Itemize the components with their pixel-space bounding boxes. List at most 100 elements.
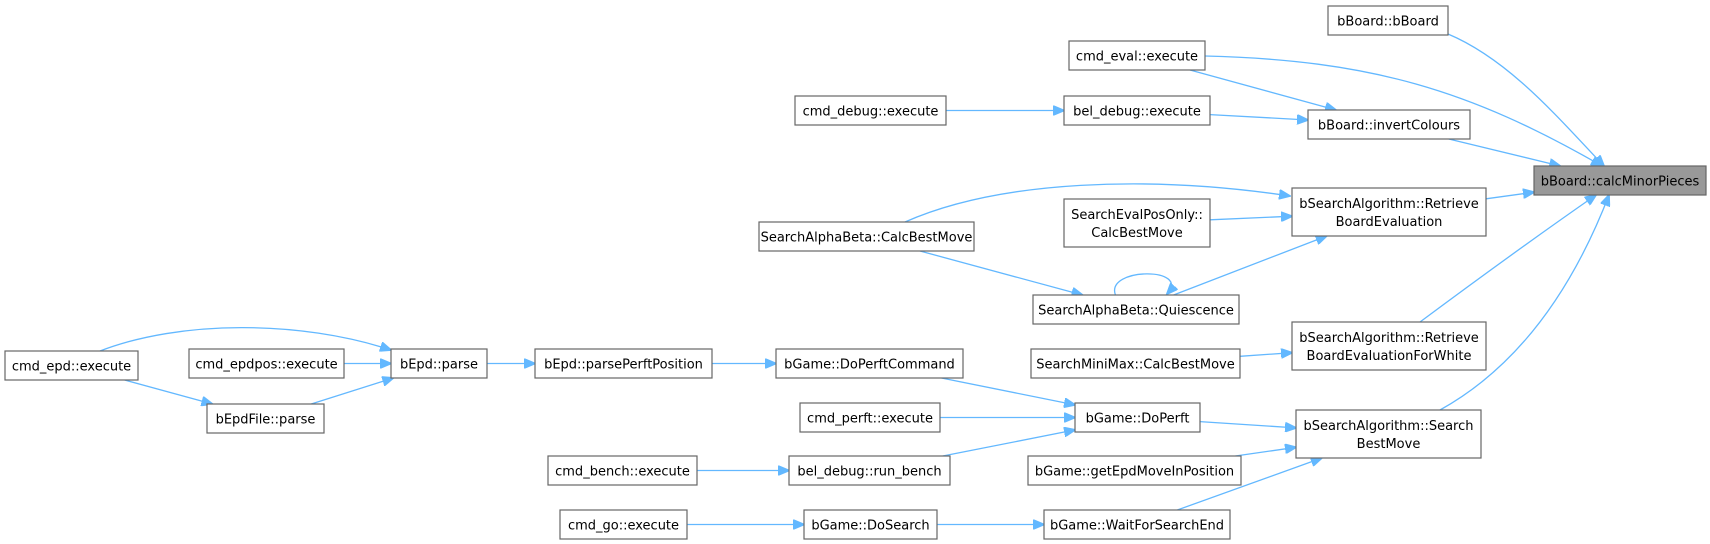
node-label: bGame::DoPerft (1086, 412, 1190, 427)
node-box[interactable] (1295, 409, 1482, 459)
nodes-layer: bBoard::bBoardcmd_eval::executecmd_debug… (4, 5, 1707, 540)
node-label: cmd_go::execute (568, 519, 679, 534)
node-box[interactable] (1063, 198, 1211, 248)
node-label: bSearchAlgorithm::Retrieve (1299, 197, 1479, 212)
edge-Quiescence-to-Quiescence (1114, 273, 1172, 295)
edge-DoPerft-to-SearchBestMove (1199, 420, 1296, 428)
node-box[interactable] (1291, 321, 1487, 371)
node-cmd_debug[interactable]: cmd_debug::execute (794, 95, 947, 126)
node-label: bBoard::calcMinorPieces (1541, 175, 1700, 190)
edge-getEpdMove-to-SearchBestMove (1235, 447, 1296, 457)
node-bEpd_parse[interactable]: bEpd::parse (390, 348, 488, 379)
node-box[interactable] (1043, 509, 1231, 540)
node-cmd_bench[interactable]: cmd_bench::execute (547, 455, 698, 486)
node-label: bEpd::parsePerftPosition (544, 358, 703, 373)
node-box[interactable] (1030, 348, 1241, 379)
node-label: CalcBestMove (1091, 226, 1182, 241)
node-label: bel_debug::run_bench (797, 465, 941, 480)
edge-cmd_epd-to-bEpd_parse (99, 326, 391, 351)
edge-SearchEvalPosOnly-to-RetrieveBoardEval (1209, 216, 1292, 220)
node-bel_debug_exec[interactable]: bel_debug::execute (1063, 95, 1211, 126)
node-box[interactable] (794, 95, 947, 126)
node-cmd_epd[interactable]: cmd_epd::execute (4, 350, 139, 381)
node-cmd_epdpos[interactable]: cmd_epdpos::execute (188, 348, 345, 379)
node-RetrieveBoardEval[interactable]: bSearchAlgorithm::RetrieveBoardEvaluatio… (1291, 187, 1487, 237)
node-Quiescence[interactable]: SearchAlphaBeta::Quiescence (1032, 294, 1240, 325)
node-label: cmd_debug::execute (803, 105, 939, 120)
node-DoPerftCommand[interactable]: bGame::DoPerftCommand (775, 348, 964, 379)
node-label: bBoard::bBoard (1337, 15, 1439, 30)
node-label: bGame::DoPerftCommand (784, 358, 955, 373)
node-bEpdFile_parse[interactable]: bEpdFile::parse (206, 403, 325, 434)
node-box[interactable] (188, 348, 345, 379)
node-box[interactable] (1533, 165, 1707, 196)
node-label: bEpd::parse (400, 358, 478, 373)
node-label: cmd_bench::execute (555, 465, 690, 480)
node-box[interactable] (547, 455, 698, 486)
node-label: SearchAlphaBeta::CalcBestMove (761, 231, 973, 246)
node-RetrieveBoardEvalWhite[interactable]: bSearchAlgorithm::RetrieveBoardEvaluatio… (1291, 321, 1487, 371)
node-DoPerft[interactable]: bGame::DoPerft (1074, 402, 1201, 433)
node-SearchEvalPosOnly[interactable]: SearchEvalPosOnly::CalcBestMove (1063, 198, 1211, 248)
node-label: cmd_perft::execute (807, 412, 933, 427)
node-label: bGame::WaitForSearchEnd (1050, 519, 1224, 534)
node-label: SearchEvalPosOnly:: (1071, 208, 1203, 223)
node-box[interactable] (788, 455, 951, 486)
node-box[interactable] (1327, 5, 1449, 36)
node-box[interactable] (1068, 40, 1206, 71)
node-calcMinorPieces[interactable]: bBoard::calcMinorPieces (1533, 165, 1707, 196)
edge-run_bench-to-DoPerft (942, 430, 1075, 457)
node-label: cmd_epdpos::execute (195, 358, 337, 373)
node-label: bBoard::invertColours (1318, 119, 1460, 134)
edge-RetrieveBoardEval-to-calcMinorPieces (1485, 192, 1534, 200)
edge-AB_CalcBestMove-to-RetrieveBoardEval (904, 183, 1290, 223)
node-run_bench[interactable]: bel_debug::run_bench (788, 455, 951, 486)
node-box[interactable] (1291, 187, 1487, 237)
node-cmd_go[interactable]: cmd_go::execute (559, 509, 688, 540)
edge-cmd_epd-to-bEpdFile_parse (124, 379, 213, 404)
node-label: cmd_eval::execute (1076, 50, 1198, 65)
edge-MiniMax-to-RetrieveBoardEvalWhite (1239, 353, 1292, 357)
node-invertColours[interactable]: bBoard::invertColours (1307, 109, 1471, 140)
edge-cmd_eval-to-invertColours (1189, 69, 1336, 110)
node-box[interactable] (559, 509, 688, 540)
node-box[interactable] (803, 509, 938, 540)
edge-bBoard_bBoard-to-calcMinorPieces (1447, 33, 1604, 166)
node-DoSearch[interactable]: bGame::DoSearch (803, 509, 938, 540)
edge-WaitForSearchEnd-to-SearchBestMove (1177, 458, 1322, 511)
node-box[interactable] (1063, 95, 1211, 126)
node-box[interactable] (758, 221, 975, 252)
node-WaitForSearchEnd[interactable]: bGame::WaitForSearchEnd (1043, 509, 1231, 540)
node-label: bEpdFile::parse (216, 413, 316, 428)
node-bEpd_parsePerft[interactable]: bEpd::parsePerftPosition (534, 348, 713, 379)
node-AB_CalcBestMove[interactable]: SearchAlphaBeta::CalcBestMove (758, 221, 975, 252)
node-box[interactable] (534, 348, 713, 379)
node-label: bGame::getEpdMoveInPosition (1035, 465, 1234, 480)
node-box[interactable] (1027, 455, 1242, 486)
node-label: BoardEvaluation (1336, 215, 1443, 230)
node-cmd_perft[interactable]: cmd_perft::execute (799, 402, 941, 433)
node-label: cmd_epd::execute (12, 360, 131, 375)
node-label: bel_debug::execute (1073, 105, 1201, 120)
node-MiniMax[interactable]: SearchMiniMax::CalcBestMove (1030, 348, 1241, 379)
node-box[interactable] (1307, 109, 1471, 140)
edge-Quiescence-to-RetrieveBoardEval (1173, 236, 1327, 296)
node-box[interactable] (206, 403, 325, 434)
node-label: BoardEvaluationForWhite (1307, 349, 1472, 364)
node-box[interactable] (775, 348, 964, 379)
node-bBoard_bBoard[interactable]: bBoard::bBoard (1327, 5, 1449, 36)
node-label: SearchMiniMax::CalcBestMove (1036, 358, 1234, 373)
edge-invertColours-to-calcMinorPieces (1448, 138, 1560, 166)
node-box[interactable] (1032, 294, 1240, 325)
node-box[interactable] (1074, 402, 1201, 433)
node-cmd_eval[interactable]: cmd_eval::execute (1068, 40, 1206, 71)
node-label: bSearchAlgorithm::Retrieve (1299, 331, 1479, 346)
node-box[interactable] (4, 350, 139, 381)
node-getEpdMove[interactable]: bGame::getEpdMoveInPosition (1027, 455, 1242, 486)
node-box[interactable] (390, 348, 488, 379)
node-box[interactable] (799, 402, 941, 433)
edge-SearchBestMove-to-calcMinorPieces (1439, 195, 1609, 411)
edge-bEpdFile_parse-to-bEpd_parse (311, 378, 393, 405)
